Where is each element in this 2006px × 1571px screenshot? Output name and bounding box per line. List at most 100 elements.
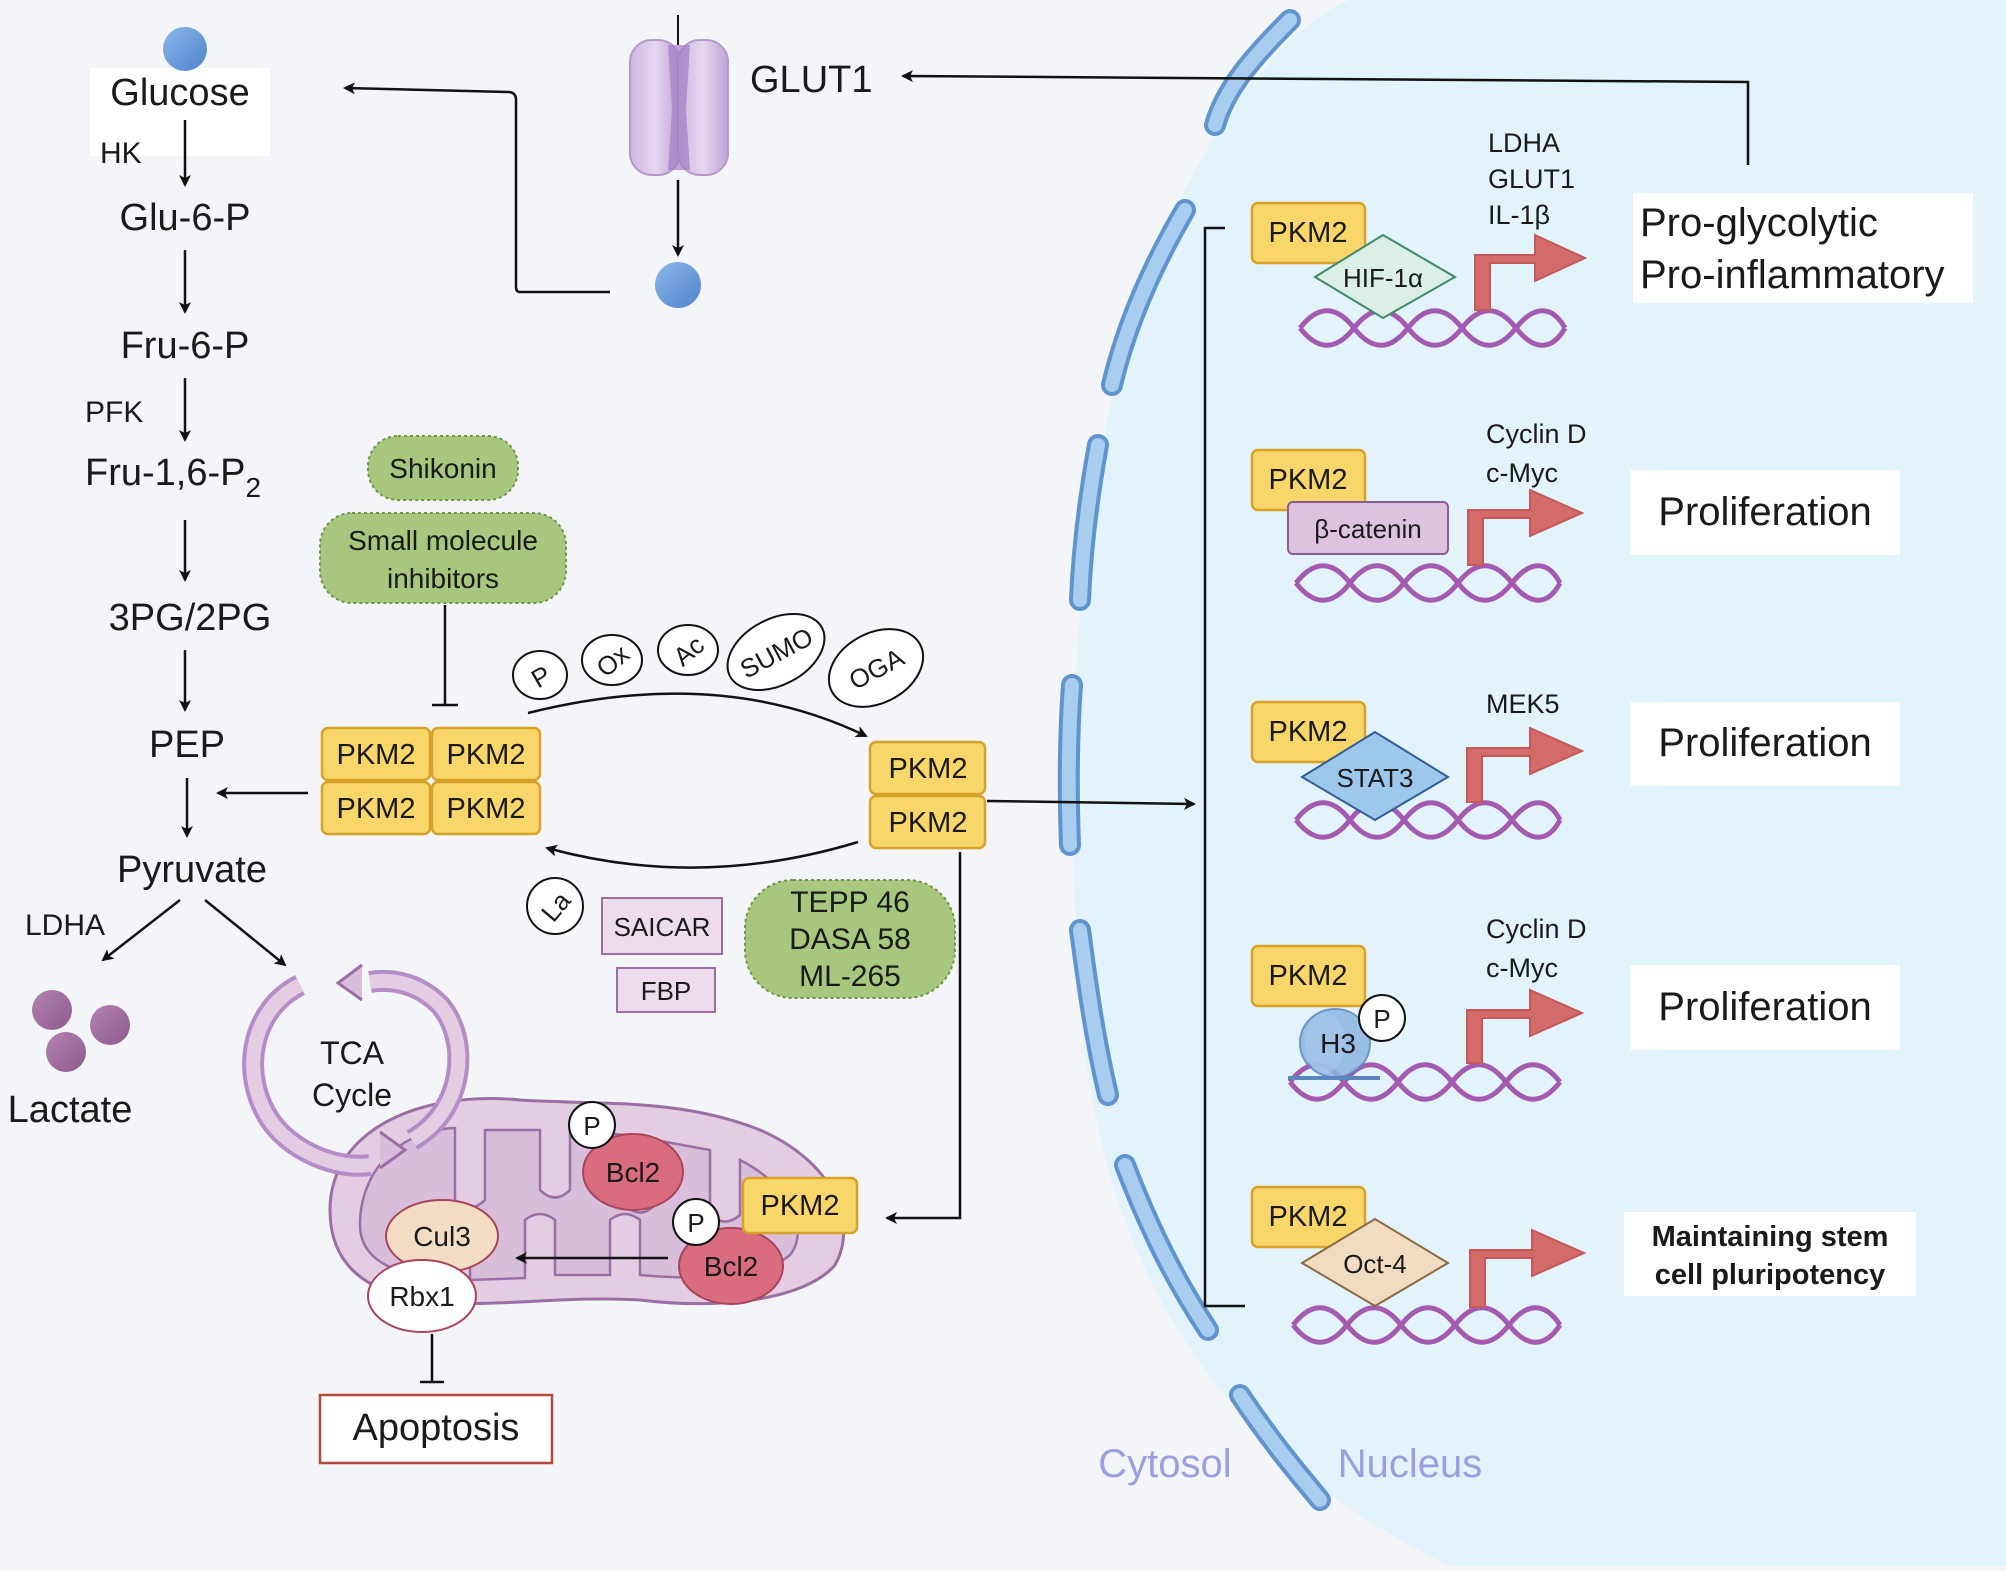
- pkm2-label: PKM2: [337, 739, 416, 771]
- small-molecule-label-line2: inhibitors: [387, 563, 499, 594]
- pkm2-label: PKM2: [447, 793, 526, 825]
- fbp-box: [616, 967, 716, 1013]
- arrow-pyruvate-to-lactate: [101, 899, 181, 962]
- outcome-label: Proliferation: [1658, 985, 1871, 1029]
- target-gene-label: LDHA: [1488, 128, 1560, 158]
- glut1-transporter-icon: [629, 39, 729, 176]
- pkm2-tetramer: PKM2 PKM2 PKM2 PKM2: [320, 726, 542, 836]
- apoptosis-label: Apoptosis: [353, 1407, 520, 1449]
- arrow-dimer-to-mitochondria: [885, 852, 962, 1224]
- transcription-arrow-icon: [1466, 726, 1585, 803]
- pkm2-label: PKM2: [447, 739, 526, 771]
- bcl2-phospho-badge: [672, 1198, 720, 1246]
- phospho-p-label: P: [583, 1111, 600, 1141]
- modification-badges: P Ox Ac SUMO OGA: [512, 612, 925, 708]
- hif1a-partner: [1313, 233, 1458, 320]
- target-gene-label: Cyclin D: [1486, 419, 1587, 449]
- target-gene-label: MEK5: [1486, 689, 1560, 719]
- bcl2-label: Bcl2: [606, 1157, 660, 1188]
- hif1a-label: HIF-1α: [1343, 263, 1423, 293]
- pkm2-label: PKM2: [1269, 960, 1348, 992]
- pkm2-nuclear: [1250, 944, 1367, 1008]
- rbx1-label: Rbx1: [389, 1281, 454, 1312]
- glut1-label: GLUT1: [750, 59, 872, 101]
- lactate-label: Lactate: [8, 1089, 133, 1131]
- phospho-p-label: P: [1373, 1004, 1390, 1034]
- outcome-box: [1624, 1212, 1916, 1296]
- pkm2-label: PKM2: [1269, 217, 1348, 249]
- apoptosis-box: [318, 1393, 554, 1465]
- lactate-molecules-icon: [32, 990, 130, 1072]
- ml265-label: ML-265: [799, 960, 901, 993]
- outcome-box: [1630, 702, 1900, 786]
- small-molecule-inhibitors-pill: [319, 512, 567, 604]
- pkm2-nuclear: [1250, 700, 1367, 764]
- arrow-dimer-to-tetramer: [545, 840, 859, 869]
- pfk-enzyme-label: PFK: [85, 396, 143, 429]
- nuclear-envelope: [1204, 9, 1301, 136]
- arrow-dimer-to-nucleus: [986, 797, 1196, 810]
- cul3-label: Cul3: [413, 1221, 471, 1252]
- cytosol-label: Cytosol: [1098, 1442, 1231, 1486]
- oct4-label: Oct-4: [1343, 1249, 1407, 1279]
- outcome-label: Pro-glycolytic: [1640, 201, 1878, 245]
- nucleus-label: Nucleus: [1338, 1442, 1483, 1486]
- pkm2-label: PKM2: [1269, 716, 1348, 748]
- outcome-label: Pro-inflammatory: [1640, 253, 1945, 297]
- nuclear-row-h3: PKM2 H3 P Cyclin D c-Myc Proliferation: [1250, 914, 1900, 1102]
- stat3-partner: [1300, 730, 1450, 822]
- acetylation-badge: [657, 624, 719, 676]
- dna-helix-icon: [1294, 563, 1563, 603]
- glucose-label: Glucose: [110, 72, 249, 114]
- pkm2-label: PKM2: [1269, 1201, 1348, 1233]
- pkm2-label: PKM2: [337, 793, 416, 825]
- dasa58-label: DASA 58: [789, 923, 911, 956]
- outcome-label: Proliferation: [1658, 490, 1871, 534]
- tca-label-line2: Cycle: [312, 1077, 392, 1113]
- outcome-box: [1633, 193, 1973, 303]
- glucose-molecule-icon: [163, 27, 207, 71]
- tepp46-label: TEPP 46: [790, 886, 910, 919]
- fbp-label: FBP: [641, 976, 692, 1006]
- glucose-label-bg: [90, 68, 270, 156]
- nuclear-row-hif1a: PKM2 HIF-1α LDHA GLUT1 IL-1β Pro-glycoly…: [1250, 128, 1973, 348]
- outcome-box: [1630, 965, 1900, 1050]
- transcription-arrow-icon: [1467, 488, 1585, 566]
- nuclear-row-oct4: PKM2 Oct-4 Maintaining stem cell pluripo…: [1250, 1185, 1916, 1345]
- dna-helix-icon: [1298, 308, 1568, 348]
- pkm2-tetramer-unit: [430, 726, 542, 782]
- oga-badge: [827, 628, 925, 708]
- pep-label: PEP: [149, 724, 225, 766]
- pkm2-dimer: PKM2 PKM2: [868, 740, 987, 850]
- transcription-arrow-icon: [1474, 233, 1588, 311]
- target-gene-label: Cyclin D: [1486, 914, 1587, 944]
- fru16p-label: Fru-1,6-P2: [85, 452, 261, 503]
- h3-label: H3: [1320, 1028, 1356, 1059]
- arrow-glucose-to-pathway: [343, 82, 610, 294]
- pkm2-mito: [741, 1176, 859, 1235]
- 3pg-2pg-label: 3PG/2PG: [109, 597, 272, 639]
- shikonin-pill: [367, 435, 519, 501]
- hk-enzyme-label: HK: [100, 137, 142, 170]
- pkm2-label: PKM2: [889, 807, 968, 839]
- sumoylation-badge: [726, 612, 826, 692]
- bcl2-protein-bound: [678, 1227, 784, 1305]
- target-gene-label: c-Myc: [1486, 458, 1558, 488]
- outcome-box: [1630, 470, 1900, 555]
- target-gene-label: GLUT1: [1488, 164, 1575, 194]
- arrow-pyruvate-to-tca: [204, 899, 287, 967]
- nuclear-row-beta-catenin: PKM2 β-catenin Cyclin D c-Myc Proliferat…: [1250, 419, 1900, 603]
- dna-helix-icon: [1294, 800, 1563, 840]
- nucleus-region: [1073, 0, 2006, 1566]
- transcription-arrow-icon: [1466, 988, 1585, 1064]
- dna-helix-icon: [1291, 1305, 1563, 1345]
- pkm2-dimer-unit: [868, 794, 987, 850]
- beta-catenin-partner: [1287, 501, 1449, 555]
- pyruvate-label: Pyruvate: [117, 849, 267, 891]
- phosphorylation-badge: [512, 650, 568, 700]
- pkm2-dimer-unit: [868, 740, 987, 796]
- oct4-partner: [1300, 1217, 1450, 1308]
- outcome-label: cell pluripotency: [1655, 1259, 1885, 1291]
- arrow-tetramer-to-dimer: [527, 692, 868, 738]
- tca-label-line1: TCA: [320, 1035, 385, 1071]
